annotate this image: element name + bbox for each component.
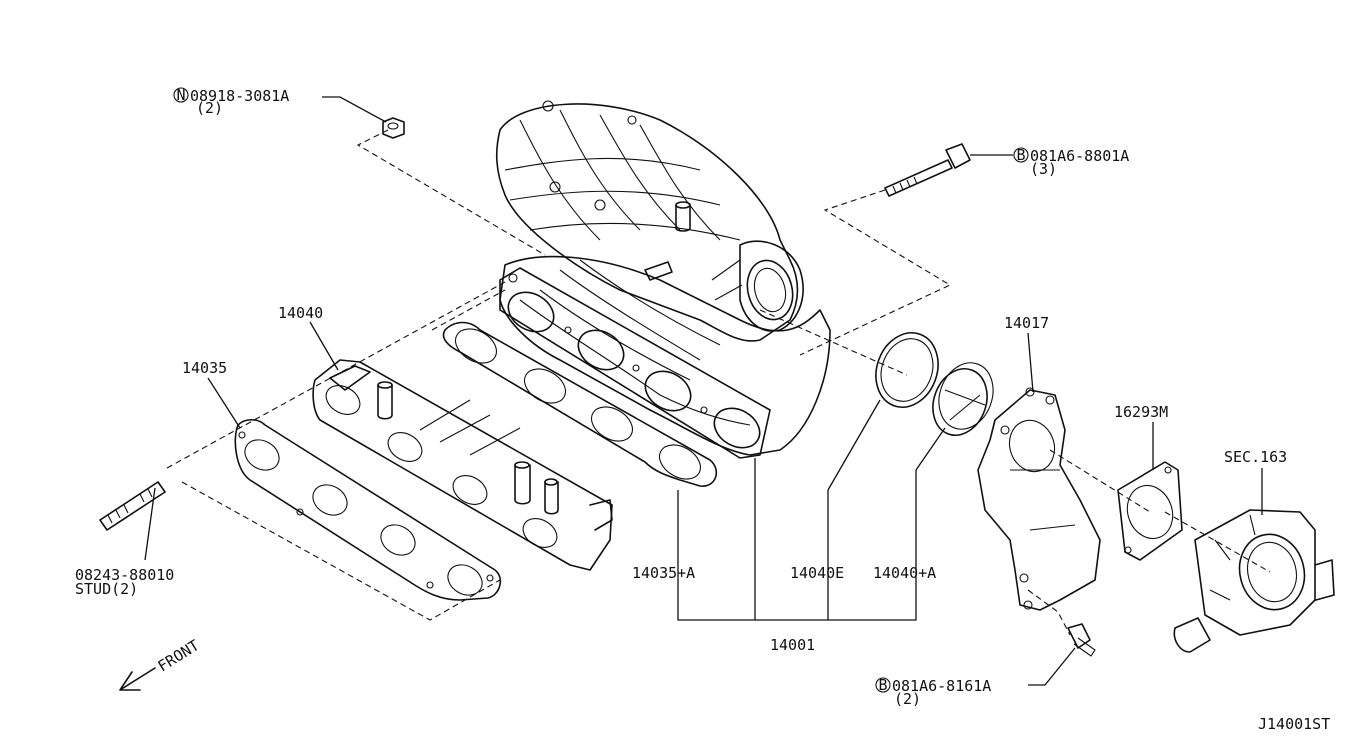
bracket-14017: [977, 387, 1101, 611]
bolt-top-qty: (3): [1030, 160, 1057, 178]
stud: [99, 481, 166, 531]
nut-part-number: 08918-3081A: [190, 87, 289, 105]
throttle-body: [1173, 509, 1335, 653]
front-arrow-icon: [119, 667, 156, 691]
bolt-top: [884, 143, 971, 197]
bolt-top-part-number: 081A6-8801A: [1030, 147, 1129, 165]
gasket-14035A: [442, 321, 718, 487]
stud-part-number: 08243-88010: [75, 566, 174, 584]
lower-manifold-14040: [312, 359, 613, 571]
label-14001: 14001: [770, 636, 815, 654]
nut: [382, 117, 405, 139]
label-14017: 14017: [1004, 314, 1049, 332]
b-prefix-circle-top: [1013, 147, 1029, 163]
label-14040E: 14040E: [790, 564, 844, 582]
o-ring-14040E: [875, 332, 939, 408]
bolt-bottom-part-number: 081A6-8161A: [892, 677, 991, 695]
seal-14040A: [932, 362, 994, 436]
n-prefix-circle: [173, 87, 189, 103]
intake-manifold: [495, 100, 831, 459]
label-16293M: 16293M: [1114, 403, 1168, 421]
gasket-14035: [234, 418, 502, 601]
gasket-16293M: [1117, 461, 1183, 561]
label-14035: 14035: [182, 359, 227, 377]
nut-qty: (2): [196, 99, 223, 117]
stud-description: STUD(2): [75, 580, 138, 598]
bolt-bottom-qty: (2): [894, 690, 921, 708]
b-prefix-bottom: B: [878, 676, 887, 694]
label-sec163: SEC.163: [1224, 448, 1287, 466]
b-prefix-top: B: [1016, 146, 1025, 164]
front-label: FRONT: [155, 636, 203, 675]
n-prefix: N: [176, 86, 185, 104]
alignment-lines: [166, 129, 1271, 636]
leader-lines: [144, 96, 1263, 686]
label-14040A: 14040+A: [873, 564, 936, 582]
diagram-id: J14001ST: [1258, 715, 1330, 733]
bolt-bottom: [1067, 623, 1096, 657]
front-indicator: FRONT: [119, 636, 203, 691]
label-14035A: 14035+A: [632, 564, 695, 582]
b-prefix-circle-bottom: [875, 677, 891, 693]
label-14040: 14040: [278, 304, 323, 322]
